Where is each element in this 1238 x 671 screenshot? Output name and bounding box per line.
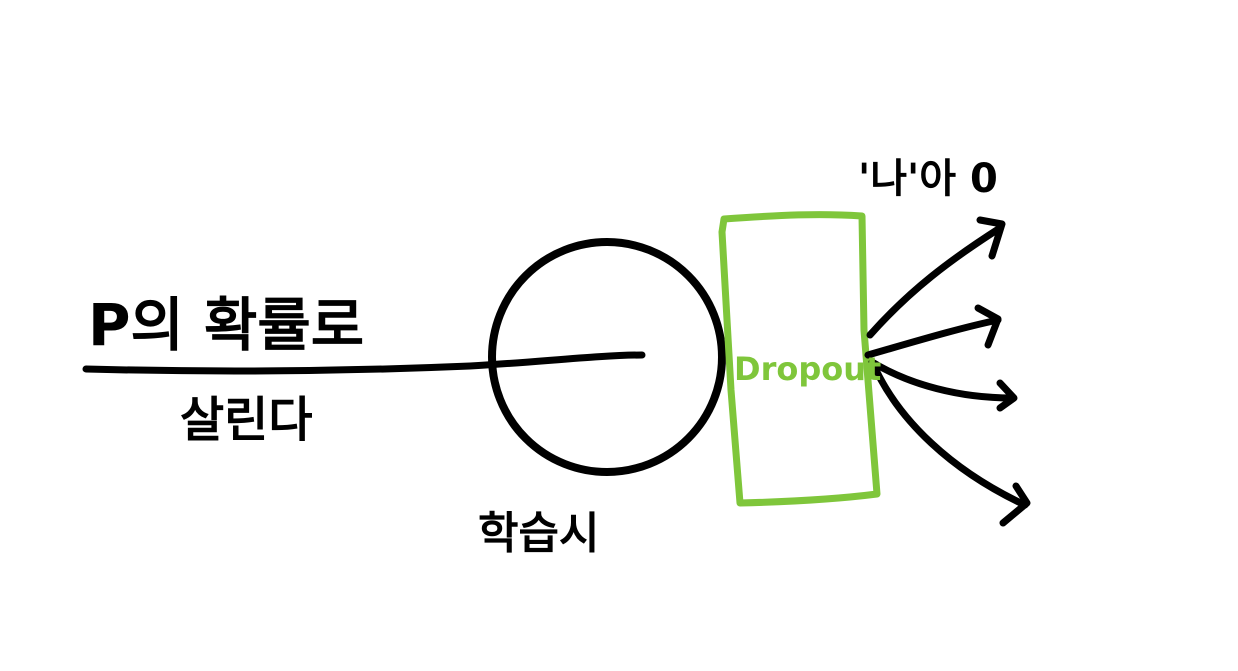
- output-arrow-3-head: [996, 379, 1018, 412]
- neuron-circle: [488, 238, 726, 476]
- output-arrow-2-head: [974, 304, 1002, 349]
- label-dropout: Dropout: [734, 350, 881, 388]
- label-bottom-left: 살린다: [180, 392, 312, 448]
- label-output: '나'아 0: [858, 156, 998, 202]
- label-below-circle: 학습시: [478, 508, 599, 559]
- output-arrows: [864, 216, 1031, 527]
- output-arrow-1: [866, 224, 1004, 339]
- output-arrow-4-head: [999, 482, 1031, 527]
- output-arrow-3: [868, 358, 1016, 402]
- output-arrow-4: [872, 366, 1029, 509]
- output-arrow-2: [864, 316, 1002, 359]
- label-top-left: P의 확률로: [88, 291, 364, 359]
- input-line: [82, 351, 646, 375]
- output-arrow-1-head: [976, 216, 1006, 260]
- dropout-box: [718, 211, 881, 507]
